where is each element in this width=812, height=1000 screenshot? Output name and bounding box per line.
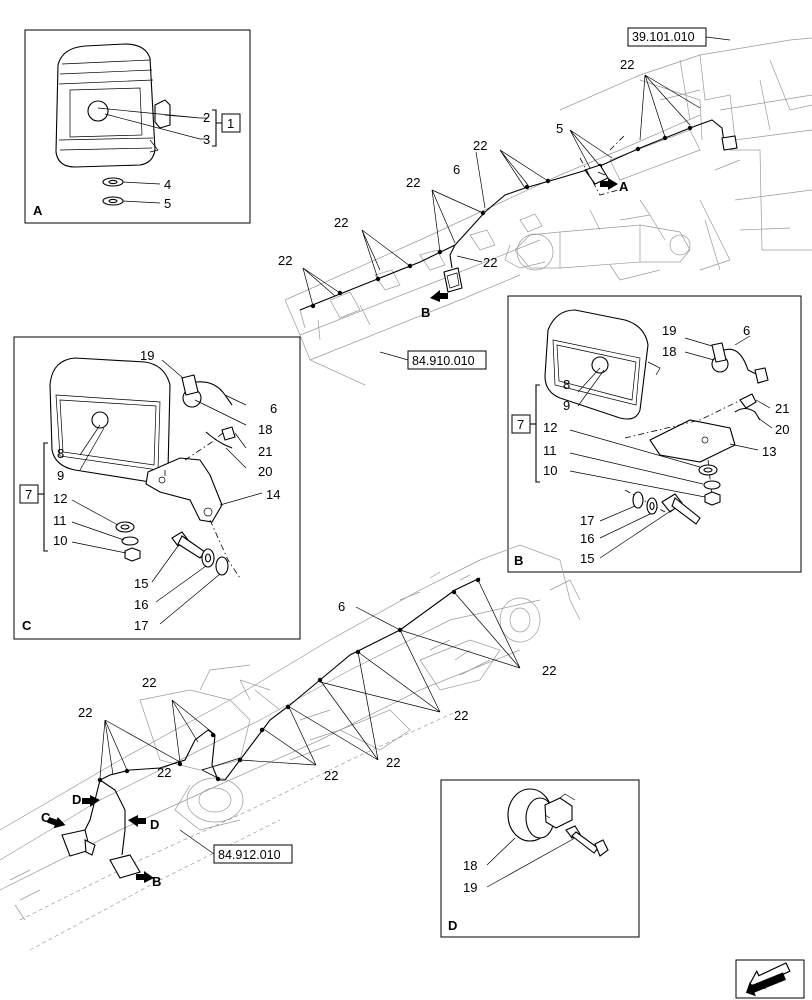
- label-20: 20: [258, 464, 272, 479]
- label-22: 22: [620, 57, 634, 72]
- label-2: 2: [203, 110, 210, 125]
- arrow-b2-icon: [136, 871, 154, 883]
- panel-c: [13, 336, 301, 640]
- panel-b-letter: B: [514, 553, 523, 568]
- label-22: 22: [542, 663, 556, 678]
- label-9: 9: [57, 468, 64, 483]
- label-10: 10: [543, 463, 557, 478]
- lower-labels: 6 22 22 22 22 22 22 22 C D D B 84.912.01…: [41, 599, 556, 889]
- label-5: 5: [164, 196, 171, 211]
- label-19: 19: [140, 348, 154, 363]
- label-21: 21: [258, 444, 272, 459]
- label-10: 10: [53, 533, 67, 548]
- label-6: 6: [453, 162, 460, 177]
- panel-c-labels: 19 6 8 9 18 21 20 7 12 14 11 10 15 16 17…: [22, 348, 280, 633]
- label-22: 22: [386, 755, 400, 770]
- reference-top: 39.101.010: [632, 30, 695, 44]
- arrow-c-label: C: [41, 810, 51, 825]
- arrow-a-label: A: [619, 179, 629, 194]
- arrow-b-icon: [430, 290, 448, 302]
- label-14: 14: [266, 487, 280, 502]
- arrow-d1-label: D: [72, 792, 81, 807]
- label-17: 17: [134, 618, 148, 633]
- label-box-1: 1: [227, 116, 234, 131]
- label-20: 20: [775, 422, 789, 437]
- panel-d: [440, 779, 640, 938]
- upper-boom-assembly: [284, 27, 812, 386]
- panel-a-letter: A: [33, 203, 43, 218]
- label-5: 5: [556, 121, 563, 136]
- label-15: 15: [580, 551, 594, 566]
- arrow-a-icon: [600, 178, 618, 190]
- label-22: 22: [473, 138, 487, 153]
- label-11: 11: [53, 513, 67, 528]
- arrow-c-icon: [47, 816, 66, 829]
- label-18: 18: [463, 858, 477, 873]
- label-15: 15: [134, 576, 148, 591]
- label-3: 3: [203, 132, 210, 147]
- label-6: 6: [338, 599, 345, 614]
- label-9: 9: [563, 398, 570, 413]
- label-11: 11: [543, 443, 557, 458]
- label-8: 8: [57, 446, 64, 461]
- panel-a-labels: 2 3 1 4 5 A: [33, 110, 234, 218]
- panel-d-letter: D: [448, 918, 457, 933]
- label-22: 22: [324, 768, 338, 783]
- label-box-7: 7: [25, 487, 32, 502]
- label-16: 16: [580, 531, 594, 546]
- label-19: 19: [662, 323, 676, 338]
- reference-bottom: 84.912.010: [218, 848, 281, 862]
- arrow-b-label: B: [421, 305, 430, 320]
- upper-labels: 22 5 22 6 22 22 22 22 A B 39.101.010 84.…: [278, 30, 695, 368]
- label-12: 12: [53, 491, 67, 506]
- label-6: 6: [270, 401, 277, 416]
- upper-lamp-b: [443, 267, 463, 293]
- label-4: 4: [164, 177, 171, 192]
- arrow-d1-icon: [82, 795, 100, 807]
- lower-arm-assembly: [0, 544, 581, 951]
- arrow-d2-icon: [128, 815, 146, 827]
- label-8: 8: [563, 377, 570, 392]
- label-16: 16: [134, 597, 148, 612]
- label-22: 22: [78, 705, 92, 720]
- label-6: 6: [743, 323, 750, 338]
- label-12: 12: [543, 420, 557, 435]
- label-22: 22: [157, 765, 171, 780]
- label-22: 22: [278, 253, 292, 268]
- label-22: 22: [406, 175, 420, 190]
- label-22: 22: [142, 675, 156, 690]
- label-box-7: 7: [517, 417, 524, 432]
- panel-d-labels: 18 19 D: [448, 858, 477, 933]
- next-page-arrow-icon[interactable]: [735, 958, 805, 999]
- label-17: 17: [580, 513, 594, 528]
- label-19: 19: [463, 880, 477, 895]
- reference-middle: 84.910.010: [412, 354, 475, 368]
- panel-b: [507, 295, 802, 573]
- panel-a: [24, 29, 251, 224]
- label-21: 21: [775, 401, 789, 416]
- label-22: 22: [454, 708, 468, 723]
- label-18: 18: [258, 422, 272, 437]
- panel-c-letter: C: [22, 618, 32, 633]
- label-18: 18: [662, 344, 676, 359]
- label-13: 13: [762, 444, 776, 459]
- arrow-d2-label: D: [150, 817, 159, 832]
- label-22: 22: [483, 255, 497, 270]
- label-22: 22: [334, 215, 348, 230]
- panel-b-labels: 19 6 18 8 9 21 20 7 12 13 11 10 17 16 15…: [514, 323, 789, 568]
- arrow-b2-label: B: [152, 874, 161, 889]
